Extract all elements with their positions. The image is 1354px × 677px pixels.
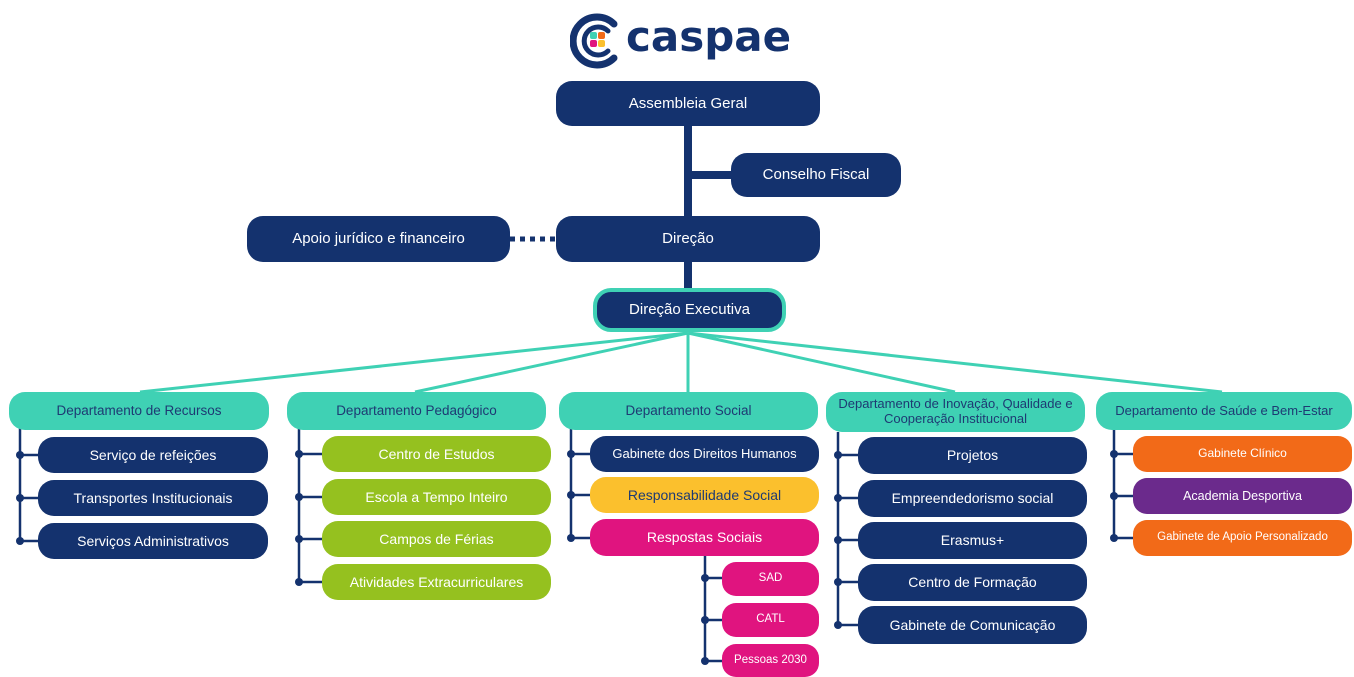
respostas-sociais-sub-item: SAD	[722, 562, 819, 596]
dept-pedagogico-item: Escola a Tempo Inteiro	[322, 479, 551, 515]
dept-inovacao-item: Gabinete de Comunicação	[858, 606, 1087, 644]
dept-pedagogico-header: Departamento Pedagógico	[287, 392, 546, 430]
conselho-fiscal-node: Conselho Fiscal	[731, 153, 901, 197]
respostas-sociais-sub-item: CATL	[722, 603, 819, 637]
apoio-juridico-node: Apoio jurídico e financeiro	[247, 216, 510, 262]
dept-social-item: Respostas Sociais	[590, 519, 819, 556]
dept-inovacao-item: Empreendedorismo social	[858, 480, 1087, 517]
dept-inovacao-item: Projetos	[858, 437, 1087, 474]
dept-social-item: Responsabilidade Social	[590, 477, 819, 513]
dept-pedagogico-item: Atividades Extracurriculares	[322, 564, 551, 600]
dept-recursos-item: Serviços Administrativos	[38, 523, 268, 559]
dept-saude-item: Gabinete Clínico	[1133, 436, 1352, 472]
logo-mark-icon	[570, 13, 618, 69]
dept-saude-header: Departamento de Saúde e Bem-Estar	[1096, 392, 1352, 430]
dept-social-header: Departamento Social	[559, 392, 818, 430]
logo-text: caspae	[626, 12, 792, 61]
assembleia-geral-node: Assembleia Geral	[556, 81, 820, 126]
dept-recursos-header: Departamento de Recursos	[9, 392, 269, 430]
dept-recursos-item: Serviço de refeições	[38, 437, 268, 473]
direcao-executiva-node: Direção Executiva	[593, 288, 786, 332]
respostas-sociais-sub-item: Pessoas 2030	[722, 644, 819, 677]
dept-inovacao-item: Erasmus+	[858, 522, 1087, 559]
direcao-node: Direção	[556, 216, 820, 262]
dept-saude-item: Gabinete de Apoio Personalizado	[1133, 520, 1352, 556]
dept-recursos-item: Transportes Institucionais	[38, 480, 268, 516]
dept-inovacao-item: Centro de Formação	[858, 564, 1087, 601]
dept-pedagogico-item: Centro de Estudos	[322, 436, 551, 472]
dept-saude-item: Academia Desportiva	[1133, 478, 1352, 514]
dept-inovacao-header: Departamento de Inovação, Qualidade e Co…	[826, 392, 1085, 432]
logo	[570, 12, 800, 70]
dept-social-item: Gabinete dos Direitos Humanos	[590, 436, 819, 472]
dept-pedagogico-item: Campos de Férias	[322, 521, 551, 557]
